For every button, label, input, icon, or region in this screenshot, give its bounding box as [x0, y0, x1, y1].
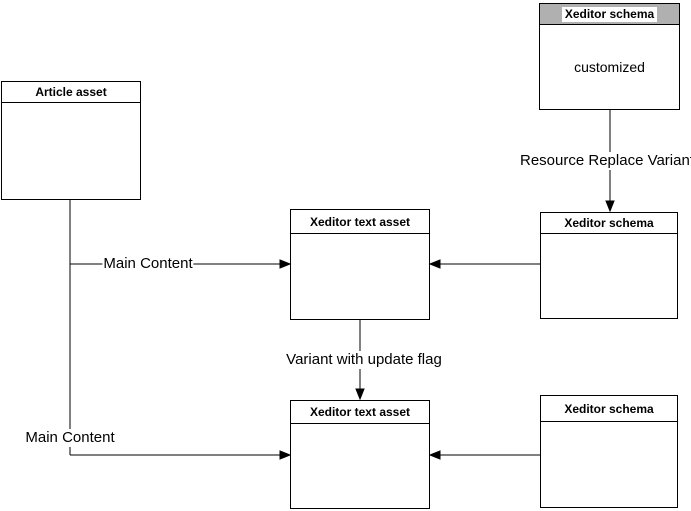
node-xeditor-text-asset-bottom-title: Xeditor text asset	[291, 401, 429, 424]
edge-label-variant-with-update-flag: Variant with update flag	[285, 351, 443, 369]
arrowhead-schema-mid-to-text-asset	[428, 259, 441, 269]
arrowhead-schema-bottom-to-text-asset	[428, 450, 441, 460]
arrowhead-main-content-bottom	[279, 450, 292, 460]
arrowhead-resource-replace-variant	[605, 200, 615, 213]
node-xeditor-text-asset-bottom: Xeditor text asset	[290, 400, 430, 509]
node-xeditor-schema-customized: Xeditor schema customized	[539, 3, 680, 110]
node-article-asset: Article asset	[1, 81, 141, 200]
node-xeditor-schema-customized-body: customized	[574, 59, 645, 75]
node-xeditor-schema-customized-header: Xeditor schema	[540, 4, 679, 25]
node-xeditor-text-asset-mid-body	[291, 234, 429, 319]
node-xeditor-schema-bottom-title: Xeditor schema	[541, 396, 677, 422]
node-xeditor-schema-bottom-body	[541, 422, 677, 507]
node-article-asset-body	[2, 103, 140, 199]
node-xeditor-schema-bottom: Xeditor schema	[540, 395, 678, 508]
node-article-asset-title: Article asset	[2, 82, 140, 103]
node-xeditor-text-asset-bottom-body	[291, 424, 429, 508]
edge-label-resource-replace-variant: Resource Replace Variant	[519, 152, 691, 170]
node-xeditor-schema-mid-body	[541, 234, 677, 318]
edge-label-main-content-bottom: Main Content	[24, 429, 116, 447]
node-xeditor-text-asset-mid: Xeditor text asset	[290, 209, 430, 320]
arrowhead-variant-with-update-flag	[355, 388, 365, 401]
edge-label-main-content-top: Main Content	[102, 255, 194, 273]
node-xeditor-schema-mid: Xeditor schema	[540, 212, 678, 319]
arrowhead-main-content-top	[279, 259, 292, 269]
node-xeditor-text-asset-mid-title: Xeditor text asset	[291, 210, 429, 234]
node-xeditor-schema-mid-title: Xeditor schema	[541, 213, 677, 234]
node-xeditor-schema-customized-title: Xeditor schema	[561, 6, 658, 22]
